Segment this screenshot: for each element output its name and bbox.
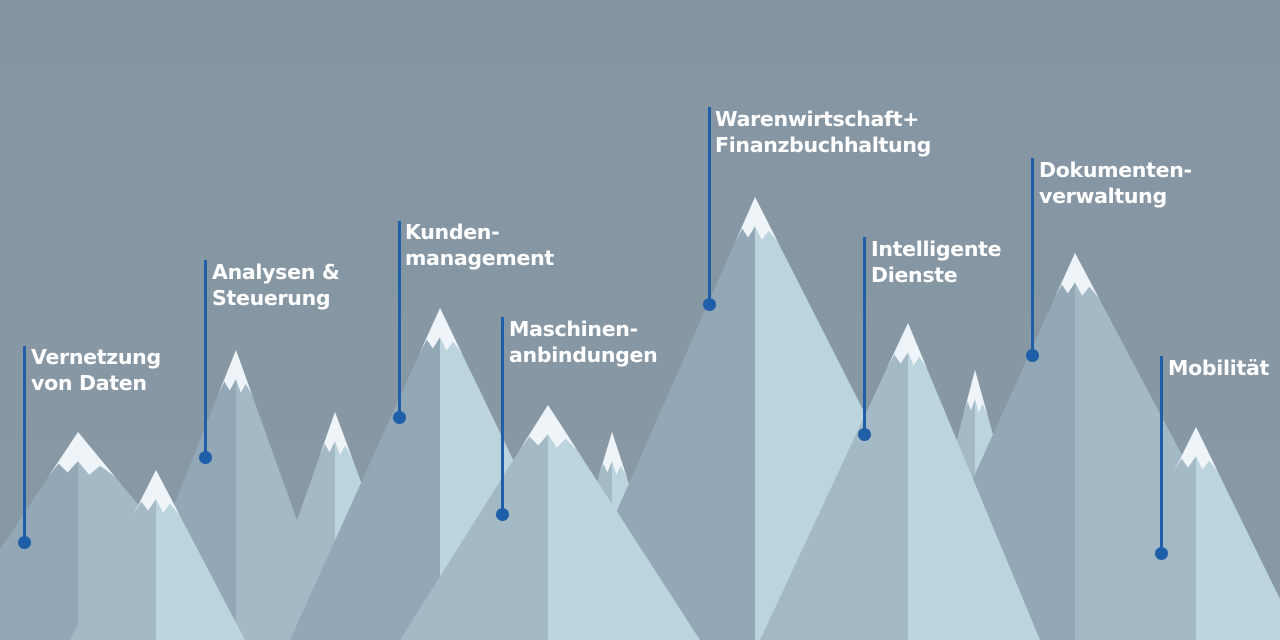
peak-5-snow-cap	[735, 197, 778, 242]
marker-label: Analysen & Steuerung	[212, 259, 340, 311]
peak-4-snow-cap	[419, 308, 462, 353]
peak-7	[400, 405, 700, 640]
marker-dot	[393, 411, 406, 424]
marker-dot	[858, 428, 871, 441]
label-line-2: von Daten	[31, 371, 147, 395]
marker-dot	[703, 298, 716, 311]
marker-label: Maschinen- anbindungen	[509, 316, 658, 368]
peak-9-right-face	[1196, 427, 1280, 640]
peak-2-right-face	[236, 350, 340, 640]
back-peak-2-snow-cap	[598, 432, 627, 477]
peak-8-snow-cap	[886, 323, 927, 368]
marker-label: Kunden- management	[405, 219, 554, 271]
marker-label: Warenwirtschaft+ Finanzbuchhaltung	[715, 106, 931, 158]
marker-dot	[496, 508, 509, 521]
peak-8	[760, 323, 1040, 640]
label-line-2: verwaltung	[1039, 184, 1167, 208]
peak-4-left-face	[290, 308, 440, 640]
peak-9-snow-cap	[1173, 427, 1218, 472]
marker-line	[204, 260, 207, 457]
label-line-2: Dienste	[871, 263, 958, 287]
marker-line	[398, 221, 401, 417]
peak-8-left-face	[760, 323, 908, 640]
marker-line	[501, 317, 504, 514]
label-line-2: Finanzbuchhaltung	[715, 133, 932, 157]
peak-8-right-face	[908, 323, 1040, 640]
label-line-1: Kunden-	[405, 220, 500, 244]
label-line-1: Dokumenten-	[1039, 158, 1192, 182]
marker-label: Intelligente Dienste	[871, 236, 1002, 288]
marker-dot	[199, 451, 212, 464]
peak-6-snow-cap	[133, 470, 180, 515]
peak-1-snow-cap	[48, 432, 116, 477]
label-line-2: Steuerung	[212, 286, 331, 310]
peak-7-snow-cap	[519, 405, 578, 450]
marker-label: Vernetzung von Daten	[31, 344, 161, 396]
label-line-1: Warenwirtschaft+	[715, 107, 920, 131]
label-line-1: Maschinen-	[509, 317, 638, 341]
peak-6-right-face	[156, 470, 245, 640]
peak-7-left-face	[400, 405, 548, 640]
marker-line	[863, 237, 866, 434]
marker-dot	[1155, 547, 1168, 560]
marker-dot	[18, 536, 31, 549]
back-peak-1-snow-cap	[319, 412, 352, 457]
peak-9	[1090, 427, 1280, 640]
label-line-1: Intelligente	[871, 237, 1002, 261]
peak-1-left-face	[0, 432, 78, 640]
marker-label: Dokumenten- verwaltung	[1039, 157, 1192, 209]
peak-3-snow-cap	[1054, 253, 1099, 298]
label-line-2: anbindungen	[509, 343, 658, 367]
marker-label: Mobilität	[1168, 355, 1269, 381]
label-line-1: Analysen &	[212, 260, 340, 284]
marker-line	[1160, 356, 1163, 553]
marker-line	[1031, 158, 1034, 355]
label-line-1: Mobilität	[1168, 356, 1269, 380]
peak-2-snow-cap	[218, 350, 253, 395]
marker-line	[23, 346, 26, 542]
marker-line	[708, 107, 711, 304]
peak-7-right-face	[548, 405, 700, 640]
back-peak-3-snow-cap	[963, 370, 988, 415]
marker-dot	[1026, 349, 1039, 362]
peak-9-left-face	[1090, 427, 1196, 640]
label-line-1: Vernetzung	[31, 345, 161, 369]
label-line-2: management	[405, 246, 554, 270]
peak-6	[70, 470, 245, 640]
